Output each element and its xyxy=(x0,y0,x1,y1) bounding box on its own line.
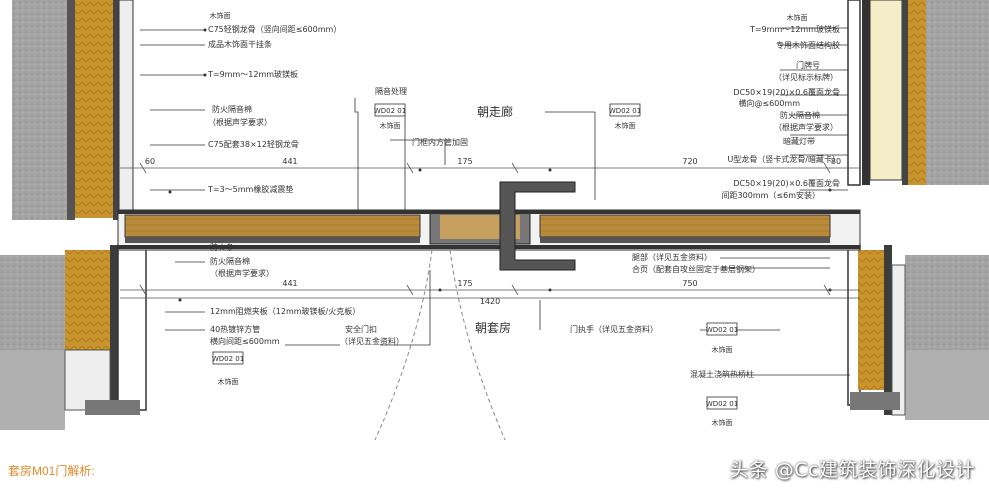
svg-text:（详见标示标牌）: （详见标示标牌） xyxy=(774,72,838,82)
svg-text:WD02 01: WD02 01 xyxy=(374,107,406,115)
svg-text:12mm阻燃夹板（12mm玻镁板/火克板）: 12mm阻燃夹板（12mm玻镁板/火克板） xyxy=(210,306,360,316)
svg-text:专用木饰面结构胶: 专用木饰面结构胶 xyxy=(776,40,840,50)
material-tag: WD02 01 木饰面 xyxy=(706,322,738,354)
svg-text:80: 80 xyxy=(831,157,841,166)
watermark: 头条 @Cc建筑装饰深化设计 xyxy=(729,459,975,481)
material-tag: WD02 01 木饰面 xyxy=(212,351,244,386)
dimension-lines xyxy=(120,162,860,299)
svg-text:木饰面: 木饰面 xyxy=(787,13,808,22)
svg-text:木饰面: 木饰面 xyxy=(712,418,733,427)
svg-text:WD02 01: WD02 01 xyxy=(212,355,244,363)
svg-text:750: 750 xyxy=(682,279,697,288)
svg-text:WD02 01: WD02 01 xyxy=(706,400,738,408)
svg-text:安全门扣: 安全门扣 xyxy=(345,324,377,334)
left-wall-lower xyxy=(0,244,147,430)
svg-text:T=3～5mm橡胶减震垫: T=3～5mm橡胶减震垫 xyxy=(207,184,293,194)
svg-text:门牌号: 门牌号 xyxy=(796,60,820,70)
section-caption: 套房M01门解析: xyxy=(8,464,95,478)
svg-text:成品木饰面干挂条: 成品木饰面干挂条 xyxy=(208,39,272,49)
fastener-marks xyxy=(168,28,832,302)
material-tag: WD02 01 木饰面 xyxy=(609,103,641,130)
svg-text:合页（配套自攻丝固定于基层钢架）: 合页（配套自攻丝固定于基层钢架） xyxy=(632,264,760,274)
left-wall-upper xyxy=(0,0,134,221)
svg-text:WD02 01: WD02 01 xyxy=(609,107,641,115)
svg-text:441: 441 xyxy=(282,157,297,166)
svg-text:WD02 01: WD02 01 xyxy=(706,326,738,334)
svg-text:木饰面: 木饰面 xyxy=(218,377,239,386)
svg-text:（根据声学要求）: （根据声学要求） xyxy=(208,117,272,127)
dimension-text: 441 175 720 60 80 441 175 1420 750 xyxy=(145,157,841,306)
svg-text:720: 720 xyxy=(682,157,697,166)
svg-text:木饰面: 木饰面 xyxy=(380,121,401,130)
svg-text:混凝土浇筑热桥柱: 混凝土浇筑热桥柱 xyxy=(690,369,754,379)
partition-band xyxy=(117,209,861,251)
svg-text:腿部（详见五金资料）: 腿部（详见五金资料） xyxy=(632,252,712,262)
svg-text:横向间距≤600mm: 横向间距≤600mm xyxy=(210,336,280,346)
right-wall-lower xyxy=(847,244,989,420)
svg-text:（详见五金资料）: （详见五金资料） xyxy=(340,336,404,346)
svg-text:DC50×19(20)×0.6覆面龙骨: DC50×19(20)×0.6覆面龙骨 xyxy=(733,87,840,97)
notes-left-upper: C75轻钢龙骨（竖向间距≤600mm） 成品木饰面干挂条 T=9mm～12mm玻… xyxy=(207,24,341,194)
svg-text:间距300mm（≤6m安装）: 间距300mm（≤6m安装） xyxy=(722,190,820,200)
svg-text:60: 60 xyxy=(145,157,155,166)
svg-text:防火隔音棉: 防火隔音棉 xyxy=(210,256,250,266)
notes-right-lower: 腿部（详见五金资料） 合页（配套自攻丝固定于基层钢架） 门执手（详见五金资料） … xyxy=(570,252,760,379)
right-wall-upper xyxy=(847,0,989,186)
material-tag: 木饰面 木饰面 xyxy=(210,11,808,22)
door-swing xyxy=(374,249,506,441)
svg-text:防火条: 防火条 xyxy=(210,242,234,252)
svg-text:防火隔音棉: 防火隔音棉 xyxy=(212,104,252,114)
notes-center: 隔音处理 门框内方管加固 xyxy=(375,86,468,147)
svg-text:横向@≤600mm: 横向@≤600mm xyxy=(738,98,800,108)
svg-text:（根据声学要求）: （根据声学要求） xyxy=(210,268,274,278)
svg-text:441: 441 xyxy=(282,279,297,288)
svg-text:隔音处理: 隔音处理 xyxy=(375,86,407,96)
svg-text:DC50×19(20)×0.6覆面龙骨: DC50×19(20)×0.6覆面龙骨 xyxy=(733,178,840,188)
material-tag: WD02 01 木饰面 xyxy=(706,396,738,427)
svg-text:木饰面: 木饰面 xyxy=(210,11,231,20)
svg-text:（根据声学要求）: （根据声学要求） xyxy=(774,122,838,132)
svg-text:175: 175 xyxy=(457,157,472,166)
door-handle-icon xyxy=(499,181,576,271)
svg-text:门框内方管加固: 门框内方管加固 xyxy=(412,137,468,147)
svg-text:T=9mm～12mm玻镁板: T=9mm～12mm玻镁板 xyxy=(207,69,298,79)
svg-text:T=9mm～12mm玻镁板: T=9mm～12mm玻镁板 xyxy=(749,24,840,34)
room-label-corridor: 朝走廊 xyxy=(477,104,513,119)
material-tag: WD02 01 木饰面 xyxy=(374,103,406,130)
svg-text:40热镀锌方管: 40热镀锌方管 xyxy=(210,324,260,334)
notes-right-upper: T=9mm～12mm玻镁板 专用木饰面结构胶 门牌号 （详见标示标牌） DC50… xyxy=(722,24,840,200)
svg-text:1420: 1420 xyxy=(480,297,500,306)
room-label-suite: 朝套房 xyxy=(475,320,511,335)
svg-text:门执手（详见五金资料）: 门执手（详见五金资料） xyxy=(570,324,658,334)
svg-text:C75轻钢龙骨（竖向间距≤600mm）: C75轻钢龙骨（竖向间距≤600mm） xyxy=(208,24,341,34)
svg-text:木饰面: 木饰面 xyxy=(712,345,733,354)
svg-text:防火隔音棉: 防火隔音棉 xyxy=(780,110,820,120)
notes-left-lower: 防火条 防火隔音棉 （根据声学要求） 12mm阻燃夹板（12mm玻镁板/火克板）… xyxy=(210,242,404,346)
svg-text:C75配套38×12轻钢龙骨: C75配套38×12轻钢龙骨 xyxy=(208,139,299,149)
svg-text:U型龙骨（竖卡式龙骨/暗藏卡）: U型龙骨（竖卡式龙骨/暗藏卡） xyxy=(727,154,840,164)
svg-text:木饰面: 木饰面 xyxy=(615,121,636,130)
svg-text:暗藏灯带: 暗藏灯带 xyxy=(783,136,815,146)
svg-text:175: 175 xyxy=(457,279,472,288)
